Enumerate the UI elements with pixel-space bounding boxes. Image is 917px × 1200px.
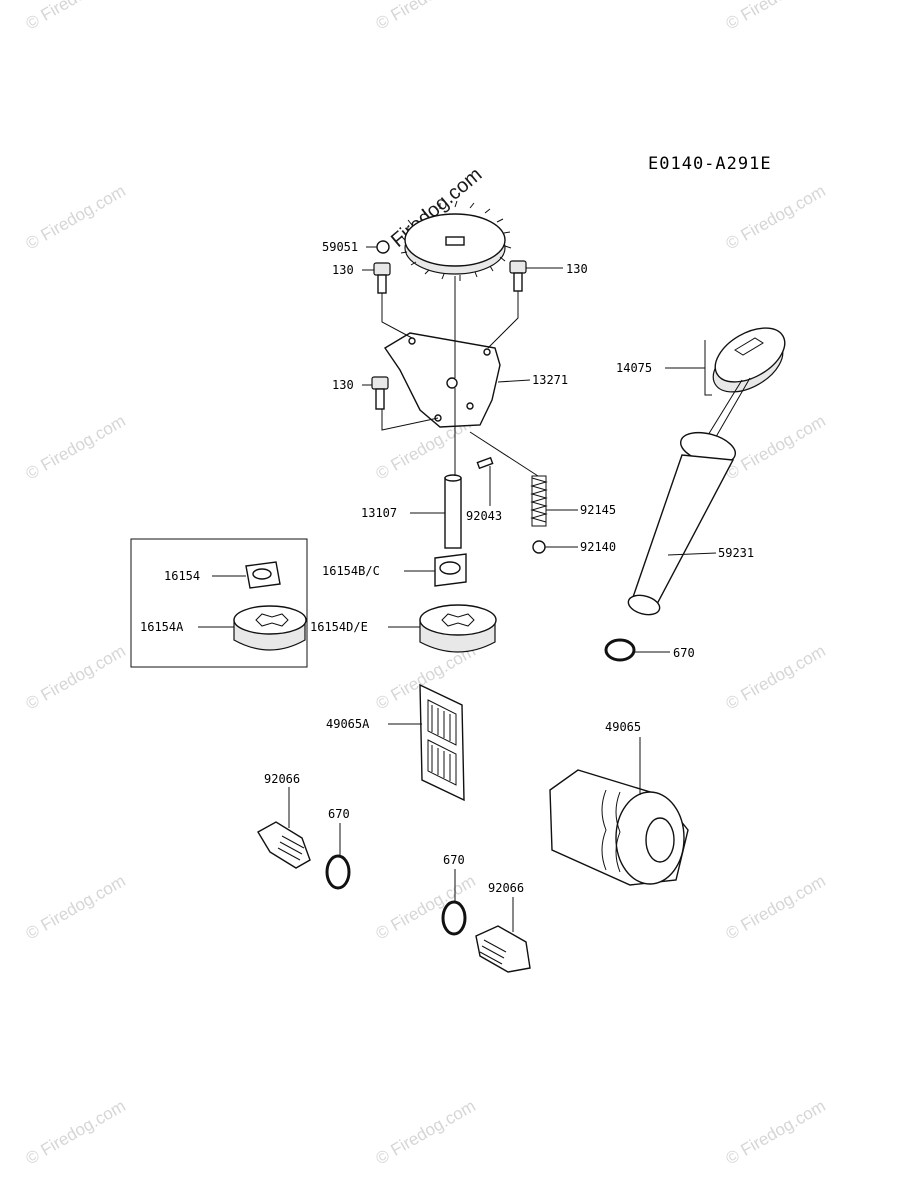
label-14075: 14075 [616,361,652,375]
label-670-right: 670 [673,646,695,660]
part-labels: 59051 130 130 130 13271 14075 13107 9204… [140,240,754,895]
label-49065a: 49065A [326,717,370,731]
leader-lines [198,246,717,932]
watermark: © Firedog.com [373,1096,479,1168]
bolt-130-mid [371,376,389,410]
o-ring-670-left [325,854,351,890]
label-16154bc: 16154B/C [322,564,380,578]
oil-screen [419,683,465,802]
label-92145: 92145 [580,503,616,517]
watermarks: © Firedog.com © Firedog.com © Firedog.co… [23,0,829,1168]
dipstick [704,327,786,443]
watermark: © Firedog.com [373,0,479,33]
label-92043: 92043 [466,509,502,523]
label-13107: 13107 [361,506,397,520]
spring [530,475,548,527]
rotor-16154 [245,561,281,589]
label-59231: 59231 [718,546,754,560]
drain-plug-mid [475,925,531,973]
tube [627,431,736,616]
label-13271: 13271 [532,373,568,387]
label-92140: 92140 [580,540,616,554]
label-16154: 16154 [164,569,200,583]
label-16154a: 16154A [140,620,184,634]
rotor-16154bc [434,553,467,587]
watermark: © Firedog.com [723,1096,829,1168]
watermark: © Firedog.com [723,0,829,33]
label-130-mid: 130 [332,378,354,392]
watermark: © Firedog.com [723,641,829,713]
rotor-16154a [233,605,307,651]
pin [476,456,494,470]
label-59051: 59051 [322,240,358,254]
label-92066-left: 92066 [264,772,300,786]
bolt-130-right [509,260,527,292]
watermark: © Firedog.com [723,871,829,943]
label-670-mid: 670 [443,853,465,867]
cover-plate [384,332,501,428]
watermark: © Firedog.com [23,0,129,33]
label-130-left: 130 [332,263,354,277]
label-670-left: 670 [328,807,350,821]
label-92066-mid: 92066 [488,881,524,895]
watermark: © Firedog.com [723,411,829,483]
label-49065: 49065 [605,720,641,734]
watermark: © Firedog.com [23,641,129,713]
watermark: © Firedog.com [23,181,129,253]
rotor-16154de [419,604,497,653]
watermark: © Firedog.com [23,871,129,943]
bolt-130-left [373,262,391,294]
inset-box [130,538,308,668]
watermark: © Firedog.com [23,411,129,483]
gear [400,200,512,281]
ball [532,540,546,554]
diagram-code: E0140-A291E [648,154,772,174]
label-16154de: 16154D/E [310,620,368,634]
drain-plug-left [257,821,311,869]
oil-filter [549,769,689,886]
watermark: © Firedog.com [723,181,829,253]
washer-59051 [376,240,390,254]
o-ring-670-right [604,638,636,662]
label-130-right: 130 [566,262,588,276]
shaft [444,474,462,549]
watermark: © Firedog.com [23,1096,129,1168]
o-ring-670-mid [441,900,467,936]
